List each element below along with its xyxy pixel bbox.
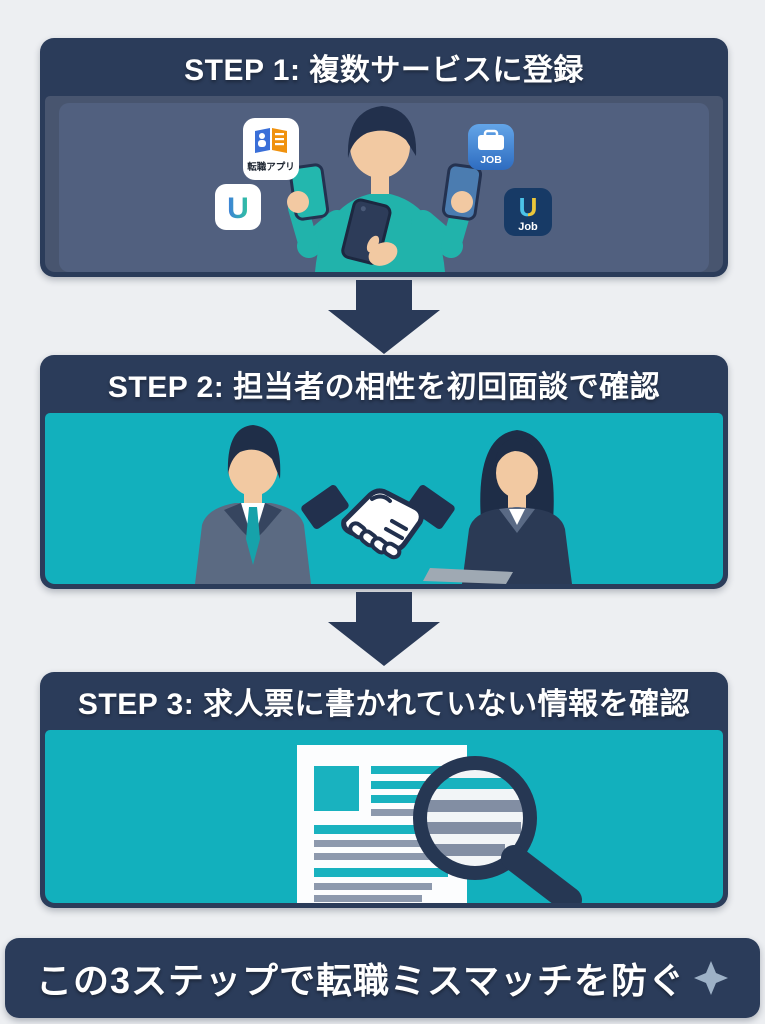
step2-title: STEP 2: 担当者の相性を初回面談で確認 bbox=[107, 371, 661, 404]
u-job-app-icon: U Job bbox=[504, 188, 552, 236]
u-job-label: Job bbox=[518, 221, 538, 233]
man-figure bbox=[195, 425, 311, 584]
step1-illustration: 転職アプリ U JOB U Job bbox=[45, 96, 723, 272]
step1-panel: STEP 1: 複数サービスに登録 bbox=[40, 38, 728, 277]
job-app-label: JOB bbox=[480, 154, 502, 166]
step3-header: STEP 3: 求人票に書かれていない情報を確認 bbox=[40, 672, 728, 730]
sparkle-icon bbox=[693, 961, 728, 995]
step1-header: STEP 1: 複数サービスに登録 bbox=[40, 38, 728, 96]
step2-panel: STEP 2: 担当者の相性を初回面談で確認 bbox=[40, 355, 728, 589]
down-arrow-icon bbox=[328, 592, 440, 666]
woman-figure bbox=[423, 430, 572, 584]
resume-app-label: 転職アプリ bbox=[247, 161, 295, 173]
step3-graphic bbox=[297, 745, 582, 903]
step2-header: STEP 2: 担当者の相性を初回面談で確認 bbox=[40, 355, 728, 413]
u-service-letter: U bbox=[227, 192, 249, 225]
step2-graphic bbox=[195, 425, 572, 584]
footer-banner: この3ステップで転職ミスマッチを防ぐ bbox=[5, 938, 760, 1018]
step3-illustration bbox=[45, 730, 723, 903]
resume-app-icon: 転職アプリ bbox=[243, 118, 299, 180]
laptop bbox=[423, 568, 513, 584]
step1-title: STEP 1: 複数サービスに登録 bbox=[184, 54, 584, 87]
footer-text: この3ステップで転職ミスマッチを防ぐ bbox=[36, 960, 685, 1001]
step3-panel: STEP 3: 求人票に書かれていない情報を確認 bbox=[40, 672, 728, 908]
step3-title: STEP 3: 求人票に書かれていない情報を確認 bbox=[77, 688, 691, 721]
step2-illustration bbox=[45, 413, 723, 584]
down-arrow-icon bbox=[328, 280, 440, 354]
u-job-letter: U bbox=[519, 192, 538, 222]
step1-graphic: 転職アプリ U JOB U Job bbox=[59, 103, 709, 272]
magnifier-icon bbox=[413, 756, 582, 903]
u-service-icon: U bbox=[215, 184, 261, 230]
job-app-icon: JOB bbox=[468, 124, 514, 170]
person-with-phones bbox=[287, 106, 483, 272]
hair bbox=[347, 106, 417, 158]
handshake-icon bbox=[301, 485, 455, 560]
